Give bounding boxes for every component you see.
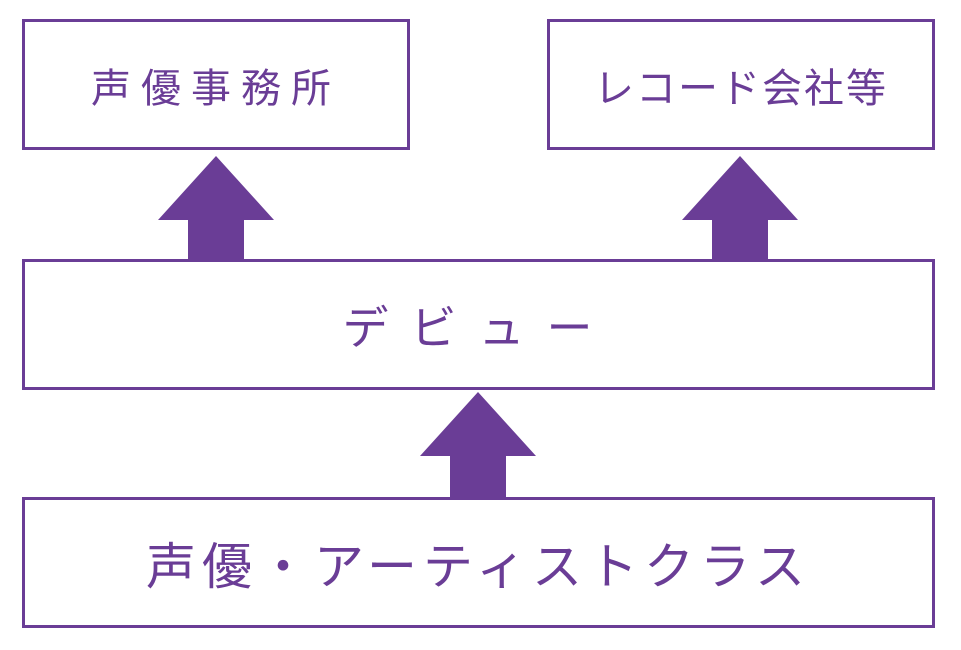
voice-actor-artist-class-box: 声優・アーティストクラス xyxy=(22,497,935,628)
record-company-box: レコード会社等 xyxy=(547,19,935,150)
debut-box: デビュー xyxy=(22,259,935,390)
up-arrow-to-debut xyxy=(420,392,536,497)
record-company-label: レコード会社等 xyxy=(594,65,888,112)
up-arrow-to-agency xyxy=(158,156,274,259)
voice-actor-artist-class-label: 声優・アーティストクラス xyxy=(146,537,811,596)
voice-actor-agency-box: 声優事務所 xyxy=(22,19,410,150)
up-arrow-to-record xyxy=(682,156,798,259)
voice-actor-agency-label: 声優事務所 xyxy=(91,65,341,112)
debut-label: デビュー xyxy=(342,300,615,355)
